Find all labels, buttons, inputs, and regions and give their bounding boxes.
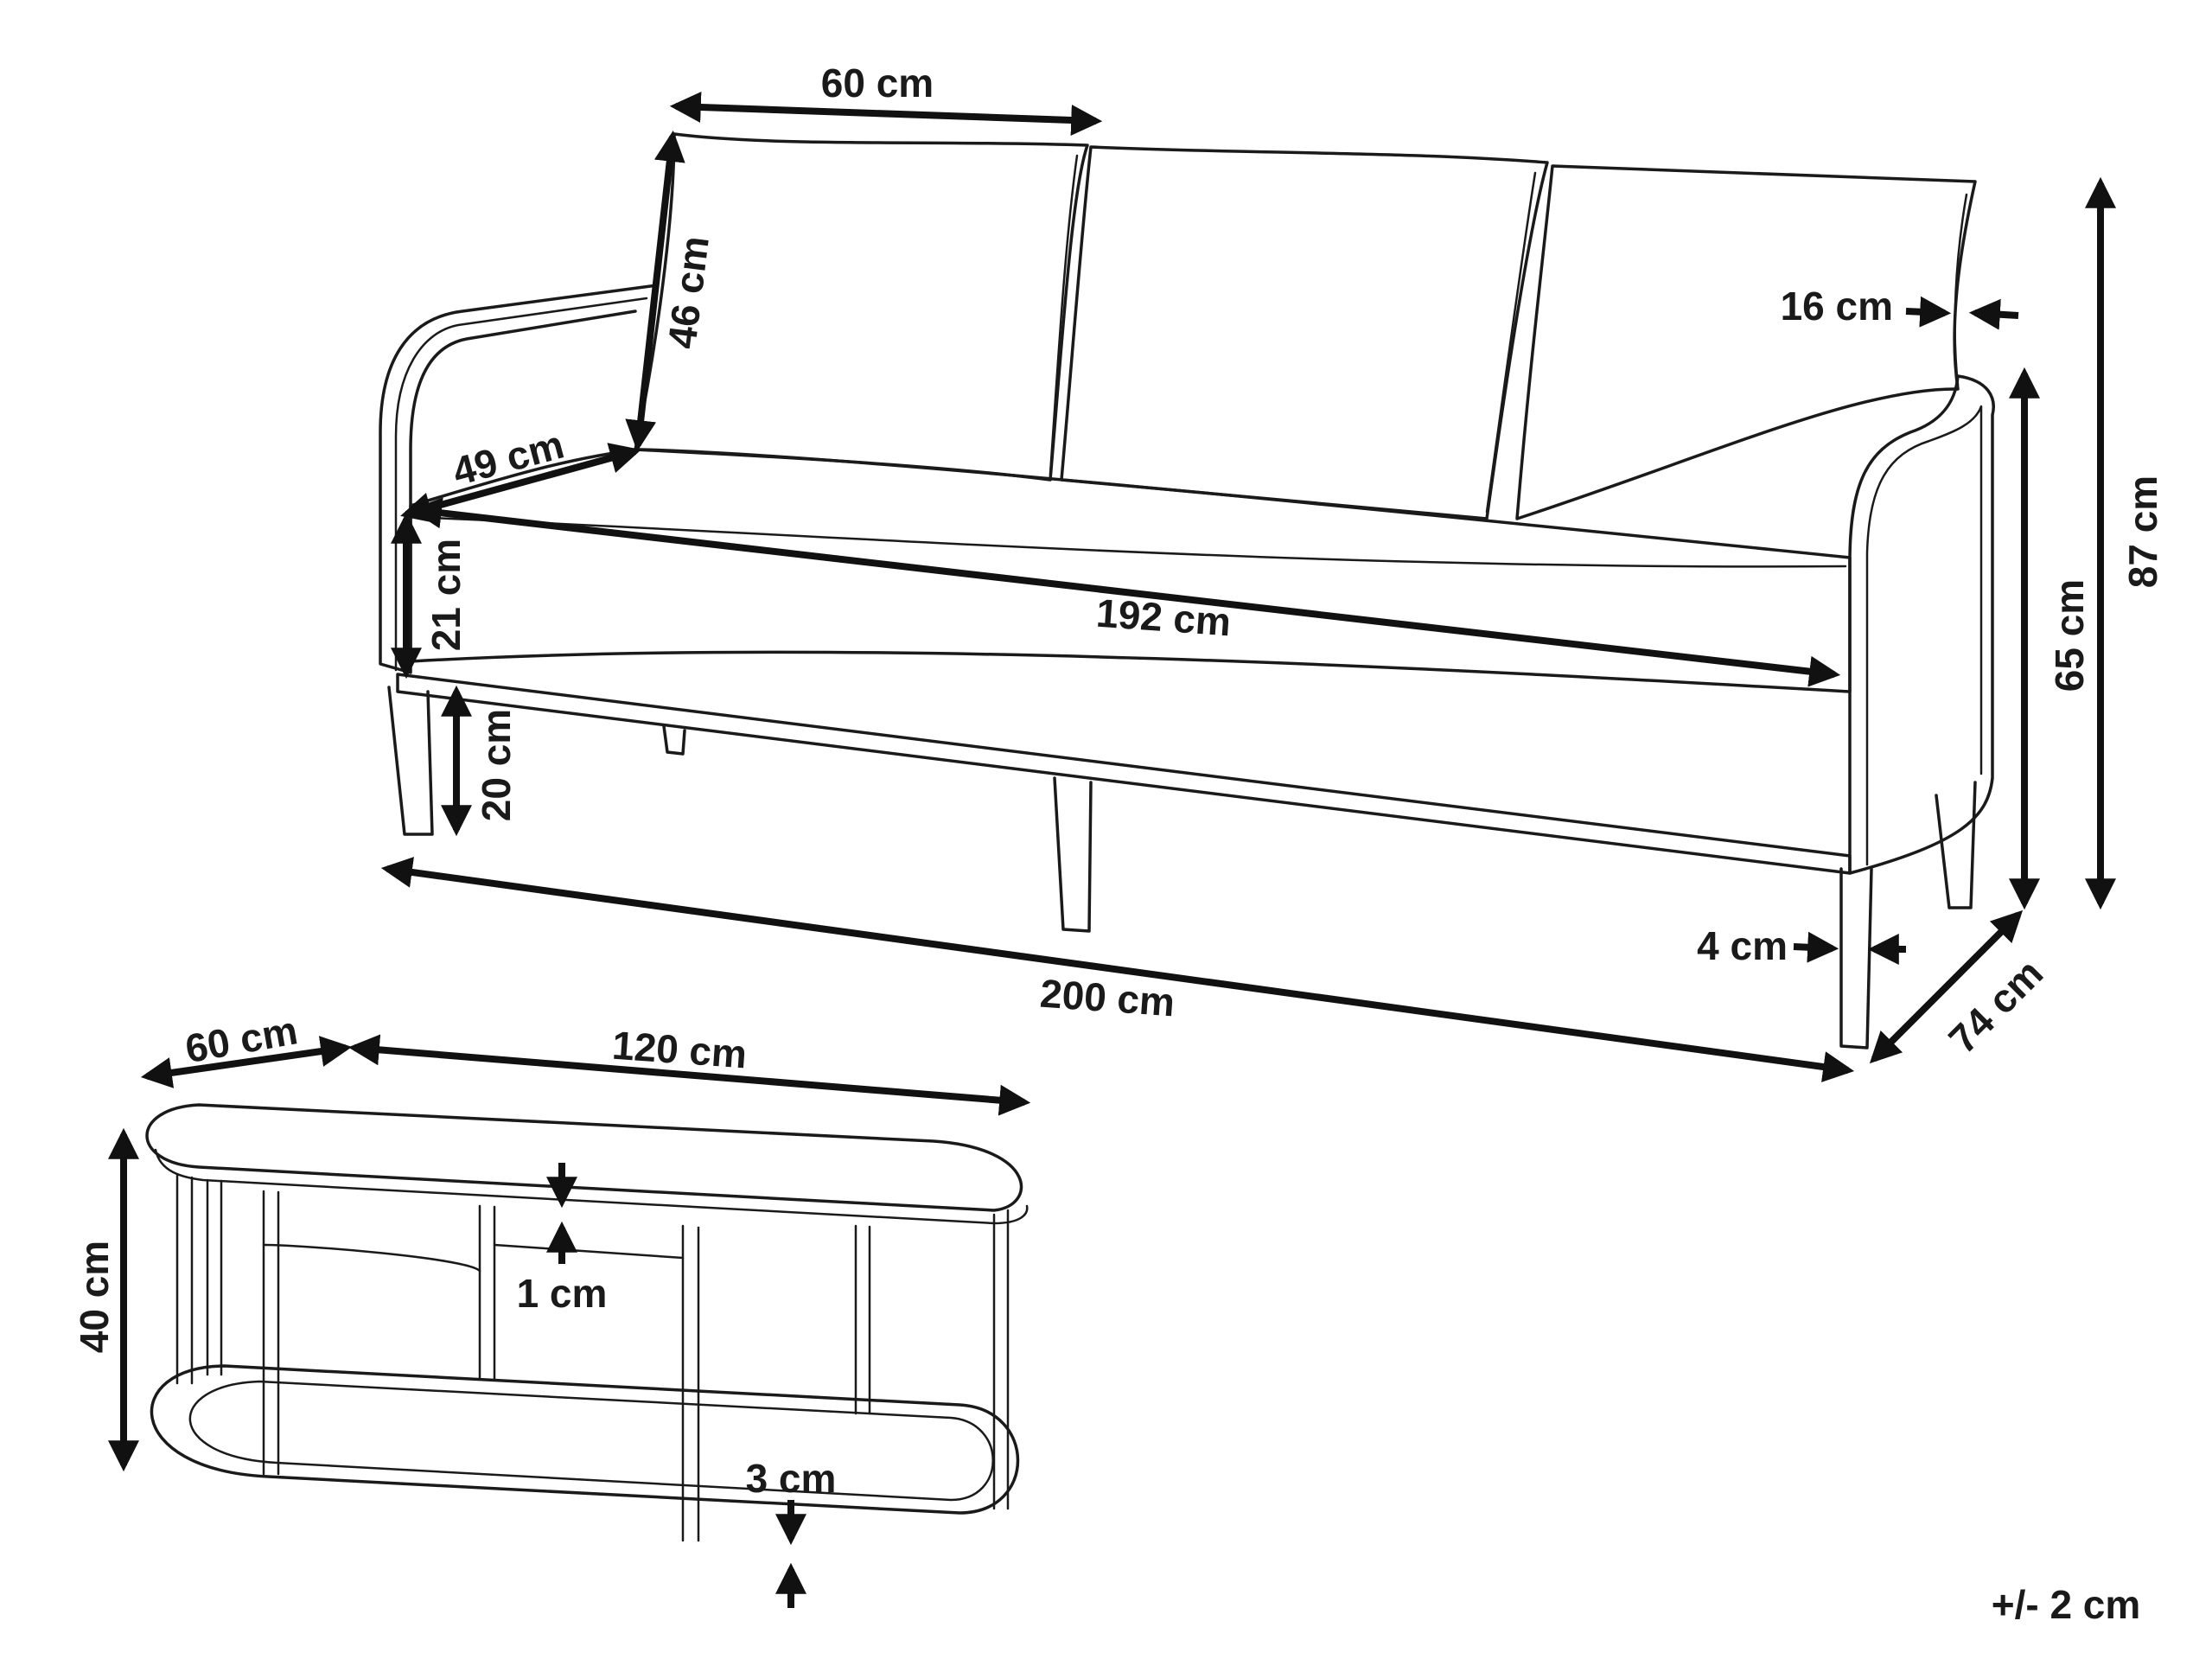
label-overall-height: 87 cm bbox=[2120, 475, 2165, 588]
label-seat-thickness: 21 cm bbox=[424, 539, 469, 651]
label-table-width: 120 cm bbox=[610, 1023, 748, 1077]
back-cushion-middle bbox=[1060, 145, 1549, 520]
sofa-drawing bbox=[379, 132, 1995, 1050]
sofa-leg-back-left bbox=[662, 724, 686, 756]
label-cushion-width: 60 cm bbox=[821, 61, 934, 105]
dim-overall-depth bbox=[1869, 909, 2024, 1064]
label-overall-depth: 74 cm bbox=[1940, 950, 2051, 1062]
dim-cushion-width bbox=[669, 92, 1103, 136]
label-frame-thickness: 3 cm bbox=[746, 1456, 837, 1501]
dim-cushion-thickness-left bbox=[1905, 296, 1952, 328]
label-overall-width: 200 cm bbox=[1038, 971, 1176, 1025]
label-tolerance: +/- 2 cm bbox=[1992, 1582, 2141, 1627]
dim-cushion-thickness-right bbox=[1968, 298, 2019, 330]
right-armrest bbox=[1848, 374, 1995, 875]
sofa-leg-front-middle bbox=[1053, 776, 1093, 933]
label-cushion-thickness: 16 cm bbox=[1781, 284, 1893, 329]
label-leg-height: 20 cm bbox=[474, 709, 519, 821]
label-top-thickness: 1 cm bbox=[517, 1271, 608, 1316]
left-armrest bbox=[379, 284, 659, 674]
coffee-table-drawing bbox=[145, 1103, 1029, 1542]
sofa-leg-front-right bbox=[1839, 867, 1873, 1050]
sofa-base bbox=[396, 673, 1852, 875]
dim-table-width bbox=[347, 1034, 1031, 1116]
table-base-ring bbox=[150, 1364, 1020, 1515]
label-armrest-height: 65 cm bbox=[2047, 579, 2092, 692]
dim-overall-width bbox=[380, 857, 1855, 1082]
back-cushion-right bbox=[1515, 164, 1977, 520]
dim-leg-width-left bbox=[1793, 931, 1839, 963]
label-table-height: 40 cm bbox=[72, 1241, 117, 1353]
label-leg-width: 4 cm bbox=[1697, 923, 1788, 968]
dimension-lines bbox=[108, 92, 2116, 1608]
sofa-leg-front-left bbox=[387, 686, 434, 836]
table-top bbox=[145, 1103, 1023, 1212]
table-legs bbox=[175, 1174, 1010, 1542]
label-seat-width: 192 cm bbox=[1094, 590, 1232, 645]
label-table-depth: 60 cm bbox=[182, 1007, 300, 1071]
dim-table-depth bbox=[140, 1036, 353, 1088]
dim-seat-width bbox=[410, 497, 1841, 687]
dim-backrest-height bbox=[625, 130, 685, 452]
seat-cushion bbox=[409, 448, 1852, 693]
sofa-leg-back-right bbox=[1935, 781, 1977, 909]
